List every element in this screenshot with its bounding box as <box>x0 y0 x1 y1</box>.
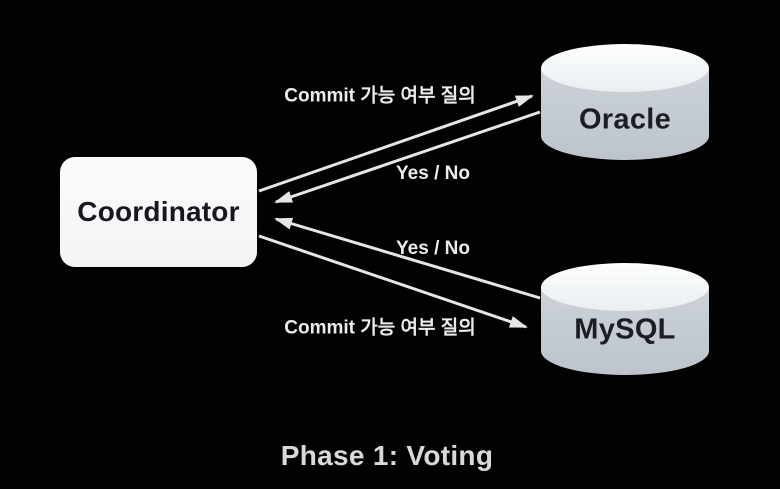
mysql-db-cylinder-icon <box>541 263 709 375</box>
mysql-node-label: MySQL <box>574 313 676 346</box>
phase-caption: Phase 1: Voting <box>280 440 494 471</box>
coordinator-label: Coordinator <box>77 196 240 227</box>
edge-label-mysql-response: Yes / No <box>396 238 470 259</box>
arrow-commit-query-mysql <box>258 234 528 329</box>
edge-label-mysql-request: Commit 가능 여부 질의 <box>284 317 476 339</box>
edge-label-oracle-request: Commit 가능 여부 질의 <box>284 85 476 107</box>
arrow-commit-query-oracle <box>258 94 534 193</box>
arrow-yes-no-from-mysql <box>274 217 541 300</box>
coordinator-node: Coordinator <box>60 157 257 267</box>
oracle-db-cylinder-icon <box>541 44 709 160</box>
edge-label-oracle-response: Yes / No <box>396 163 470 184</box>
oracle-node-label: Oracle <box>578 103 672 136</box>
arrow-yes-no-from-oracle <box>274 110 541 204</box>
